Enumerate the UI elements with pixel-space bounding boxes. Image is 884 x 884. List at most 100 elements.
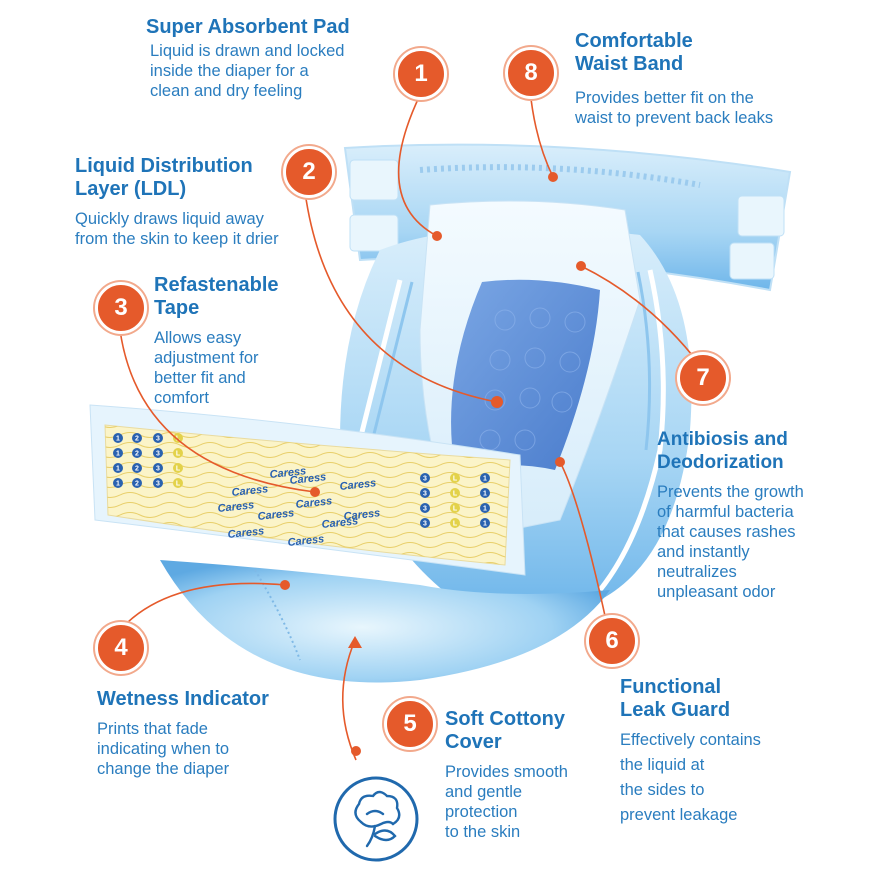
- back-tab-bottom: [349, 214, 399, 252]
- tape-size-dot: [480, 518, 490, 528]
- feature-description: Prevents the growth of harmful bacteria …: [657, 483, 804, 601]
- feature-description: Allows easy adjustment for better fit an…: [154, 329, 259, 407]
- badge-4: 4: [95, 622, 147, 674]
- feature-title: Comfortable Waist Band: [575, 30, 693, 75]
- tape-size-mark: 3: [423, 506, 427, 513]
- cotton-flower-icon: [333, 776, 419, 862]
- tape-size-dot: [113, 463, 123, 473]
- tape-size-mark: L: [176, 436, 181, 443]
- tape-size-mark: 1: [483, 506, 487, 513]
- feature-description: Quickly draws liquid away from the skin …: [75, 210, 279, 248]
- badge-2: 2: [283, 146, 335, 198]
- tape-size-dot: [480, 503, 490, 513]
- feature-title: Functional Leak Guard: [620, 676, 731, 721]
- tape-size-dot: [153, 463, 163, 473]
- tape-size-mark: 1: [116, 481, 120, 488]
- tape-size-mark: 2: [135, 436, 139, 443]
- tape-size-mark: 3: [423, 491, 427, 498]
- tape-size-mark: L: [176, 466, 181, 473]
- tape-brand-print: Caress: [217, 499, 255, 515]
- tape-size-dot: [173, 448, 183, 458]
- tape-size-mark: L: [453, 476, 458, 483]
- tape-size-mark: L: [453, 506, 458, 513]
- feature-title: Antibiosis and Deodorization: [657, 429, 788, 473]
- badge-1: 1: [395, 48, 447, 100]
- feature-title: Wetness Indicator: [97, 688, 269, 710]
- tape-size-dot: [132, 463, 142, 473]
- tape-size-dot: [420, 488, 430, 498]
- badge-5: 5: [384, 698, 436, 750]
- tape-brand-print: Caress: [295, 495, 333, 511]
- feature-super-absorbent-pad: Super Absorbent Pad Liquid is drawn and …: [146, 16, 350, 101]
- tape-size-mark: 1: [483, 521, 487, 528]
- feature-description: Provides better fit on the waist to prev…: [575, 89, 774, 127]
- tape-size-mark: 1: [483, 491, 487, 498]
- tape-size-dot: [420, 473, 430, 483]
- tape-size-dot: [420, 503, 430, 513]
- feature-liquid-distribution-layer: Liquid Distribution Layer (LDL) Quickly …: [75, 155, 279, 249]
- feature-antibiosis-deodorization: Antibiosis and Deodorization Prevents th…: [657, 428, 804, 602]
- tape-brand-print: Caress: [231, 483, 269, 499]
- tape-size-mark: 3: [156, 481, 160, 488]
- tape-size-dot: [450, 503, 460, 513]
- tape-size-dot: [420, 518, 430, 528]
- feature-title: Soft Cottony Cover: [445, 708, 565, 753]
- tape-size-mark: 1: [116, 436, 120, 443]
- feature-wetness-indicator: Wetness Indicator Prints that fade indic…: [97, 688, 269, 779]
- badge-7: 7: [677, 352, 729, 404]
- tape-size-dot: [173, 433, 183, 443]
- tape-brand-print: Caress: [343, 507, 381, 523]
- badge-8: 8: [505, 47, 557, 99]
- feature-title: Refastenable Tape: [154, 274, 279, 319]
- tape-size-dot: [450, 488, 460, 498]
- feature-description: Provides smooth and gentle protection to…: [445, 763, 568, 841]
- back-tab-top: [349, 159, 399, 201]
- tape-size-mark: L: [453, 521, 458, 528]
- tape-brand-print: Caress: [269, 465, 307, 481]
- tape-size-dot: [132, 478, 142, 488]
- tape-size-mark: 3: [156, 436, 160, 443]
- tape-size-mark: 2: [135, 451, 139, 458]
- tape-size-dot: [113, 478, 123, 488]
- tape-size-dot: [480, 488, 490, 498]
- tape-size-dot: [450, 473, 460, 483]
- tape-size-mark: 1: [483, 476, 487, 483]
- feature-description: Prints that fade indicating when to chan…: [97, 720, 230, 778]
- tape-brand-print: Caress: [257, 507, 295, 523]
- tape-size-mark: L: [176, 451, 181, 458]
- tape-size-dot: [480, 473, 490, 483]
- tape-size-mark: 1: [116, 451, 120, 458]
- tape-size-dot: [113, 433, 123, 443]
- tape-size-mark: L: [453, 491, 458, 498]
- tape-size-dot: [450, 518, 460, 528]
- tape-size-dot: [173, 478, 183, 488]
- bottom-cover: [160, 560, 610, 683]
- tape-brand-print: Caress: [289, 471, 327, 487]
- tape-size-dot: [132, 448, 142, 458]
- tape-size-dot: [113, 448, 123, 458]
- tape-brand-print: Caress: [339, 477, 377, 493]
- feature-soft-cottony-cover: Soft Cottony Cover Provides smooth and g…: [445, 708, 568, 842]
- tape-size-mark: 3: [156, 451, 160, 458]
- feature-title: Super Absorbent Pad: [146, 16, 350, 38]
- feature-description: Liquid is drawn and locked inside the di…: [150, 42, 345, 100]
- tape-size-mark: 3: [156, 466, 160, 473]
- tape-size-mark: L: [176, 481, 181, 488]
- tape-brand-print: Caress: [287, 533, 325, 549]
- feature-functional-leak-guard: Functional Leak Guard Effectively contai…: [620, 676, 761, 828]
- tape-size-dot: [153, 478, 163, 488]
- tape-size-mark: 3: [423, 521, 427, 528]
- tape-size-dot: [153, 433, 163, 443]
- tape-brand-print: Caress: [321, 515, 359, 531]
- tape-size-mark: 2: [135, 481, 139, 488]
- tape-size-mark: 2: [135, 466, 139, 473]
- feature-title: Liquid Distribution Layer (LDL): [75, 155, 253, 200]
- badge-6: 6: [586, 615, 638, 667]
- tape-size-dot: [153, 448, 163, 458]
- feature-description: Effectively contains the liquid at the s…: [620, 731, 761, 824]
- feature-comfortable-waist-band: Comfortable Waist Band Provides better f…: [575, 30, 773, 128]
- feature-refastenable-tape: Refastenable Tape Allows easy adjustment…: [154, 274, 279, 408]
- badge-3: 3: [95, 282, 147, 334]
